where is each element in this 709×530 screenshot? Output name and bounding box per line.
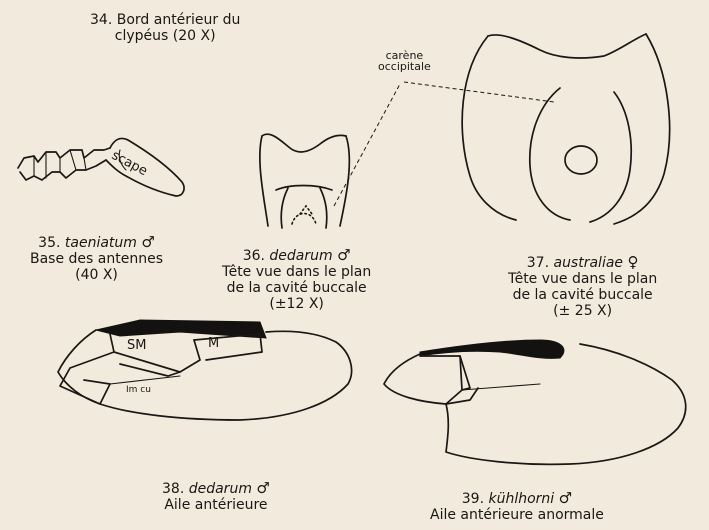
fig37-sex-symbol: ♀ — [627, 253, 638, 271]
fig38-sex-symbol: ♂ — [256, 479, 269, 497]
fig38-sm-cell-label: SM — [127, 338, 146, 354]
fig39-taxon: kühlhorni — [488, 491, 554, 507]
fig38-number: 38. — [162, 481, 184, 497]
fig34-line2: clypéus (20 X) — [90, 28, 240, 44]
fig36-number: 36. — [243, 248, 265, 264]
fig34-line1: Bord antérieur du — [117, 12, 241, 28]
fig36-head-drawing — [260, 84, 400, 228]
fig36-sex-symbol: ♂ — [337, 246, 350, 264]
fig37-line2: de la cavité buccale — [508, 287, 657, 303]
fig34-number: 34. — [90, 12, 112, 28]
fig38-caption: 38. dedarum ♂ Aile antérieure — [162, 480, 270, 513]
fig39-wing-drawing — [384, 340, 686, 464]
fig36-line3: (±12 X) — [222, 296, 371, 312]
fig35-antenna-drawing — [18, 138, 184, 196]
fig35-number: 35. — [38, 235, 60, 251]
fig38-wing-drawing — [58, 320, 352, 420]
fig35-caption: 35. taeniatum ♂ Base des antennes (40 X) — [30, 234, 163, 283]
fig36-caption: 36. dedarum ♂ Tête vue dans le plan de l… — [222, 247, 371, 312]
fig37-line3: (± 25 X) — [508, 303, 657, 319]
fig37-head-drawing — [404, 34, 670, 224]
fig35-line2: (40 X) — [30, 267, 163, 283]
fig37-taxon: australiae — [553, 255, 623, 271]
fig38-line1: Aile antérieure — [162, 497, 270, 513]
fig37-callout-label: carène occipitale — [378, 50, 431, 72]
fig39-sex-symbol: ♂ — [559, 489, 572, 507]
fig36-line1: Tête vue dans le plan — [222, 264, 371, 280]
fig38-small-vein-label: Im cu — [126, 382, 151, 398]
fig38-taxon: dedarum — [189, 481, 252, 497]
fig39-number: 39. — [462, 491, 484, 507]
fig35-sex-symbol: ♂ — [141, 233, 154, 251]
fig36-line2: de la cavité buccale — [222, 280, 371, 296]
fig35-line1: Base des antennes — [30, 251, 163, 267]
fig39-caption: 39. kühlhorni ♂ Aile antérieure anormale — [430, 490, 604, 523]
fig37-line1: Tête vue dans le plan — [508, 271, 657, 287]
fig39-line1: Aile antérieure anormale — [430, 507, 604, 523]
fig36-taxon: dedarum — [269, 248, 332, 264]
fig38-m-cell-label: M — [208, 336, 219, 352]
fig37-callout-line2: occipitale — [378, 61, 431, 72]
fig37-number: 37. — [527, 255, 549, 271]
fig35-taxon: taeniatum — [65, 235, 137, 251]
fig37-caption: 37. australiae ♀ Tête vue dans le plan d… — [508, 254, 657, 319]
fig34-caption: 34. Bord antérieur du clypéus (20 X) — [90, 12, 240, 44]
